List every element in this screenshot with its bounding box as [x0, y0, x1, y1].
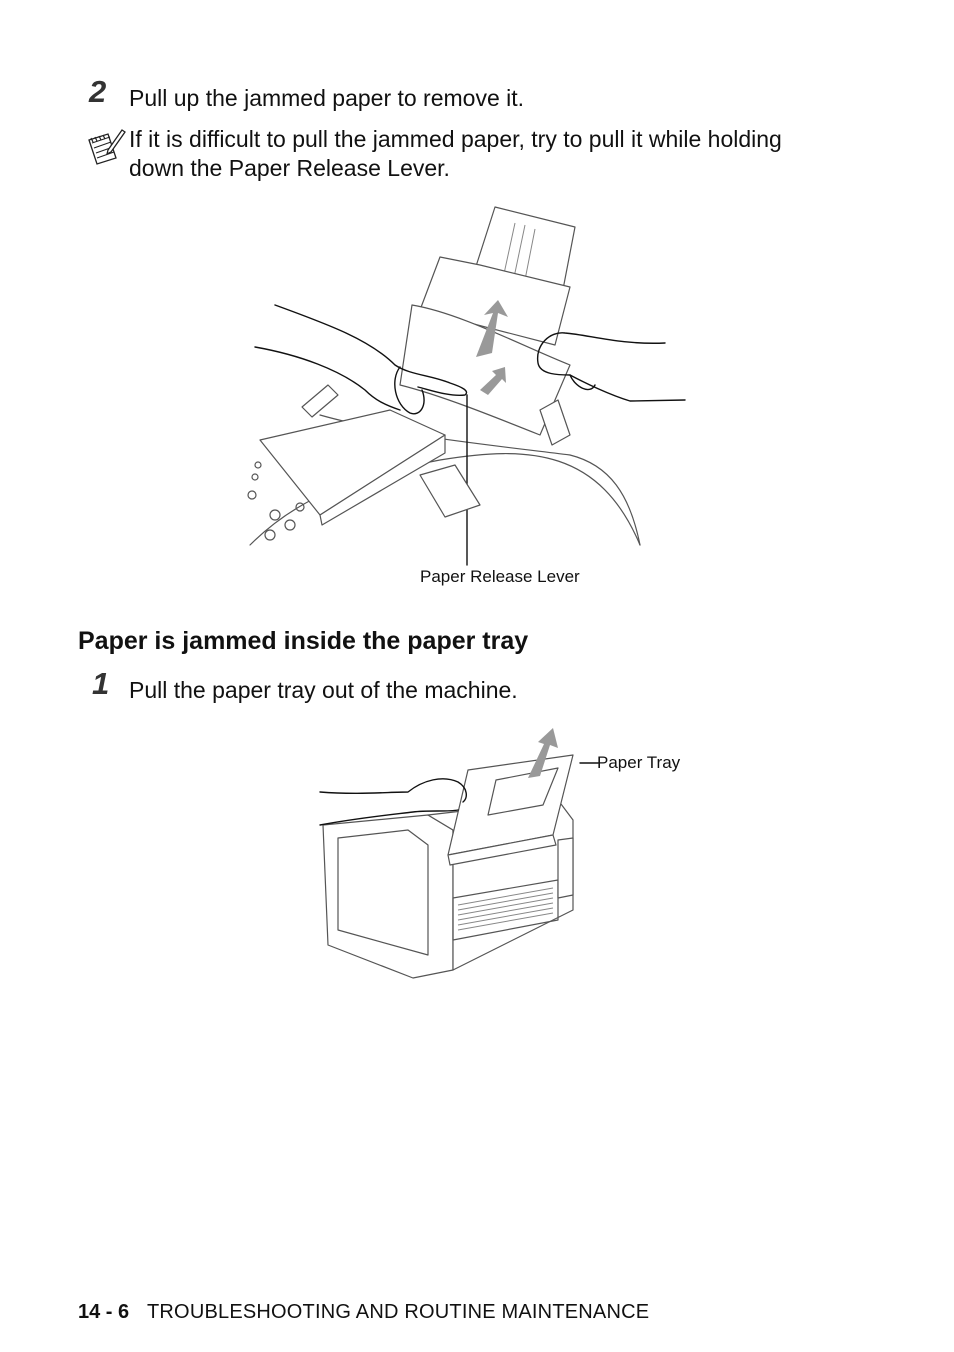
- paper-tray-illustration: [319, 728, 599, 979]
- note-text-line-1: If it is difficult to pull the jammed pa…: [129, 126, 782, 152]
- callout-paper-tray: Paper Tray: [597, 753, 681, 772]
- callout-paper-release-lever: Paper Release Lever: [420, 567, 580, 586]
- step-instruction: Pull the paper tray out of the machine.: [129, 677, 518, 703]
- note-text-line-2: down the Paper Release Lever.: [129, 155, 450, 181]
- step-number: 1: [92, 666, 110, 701]
- jammed-paper-illustration: [247, 206, 686, 566]
- step-instruction: Pull up the jammed paper to remove it.: [129, 85, 525, 111]
- page-number: 14 - 6: [78, 1301, 130, 1323]
- step-number: 2: [89, 74, 107, 109]
- chapter-title: TROUBLESHOOTING AND ROUTINE MAINTENANCE: [147, 1301, 650, 1323]
- note-pad-pencil-icon: [88, 129, 126, 165]
- section-title: Paper is jammed inside the paper tray: [78, 627, 529, 655]
